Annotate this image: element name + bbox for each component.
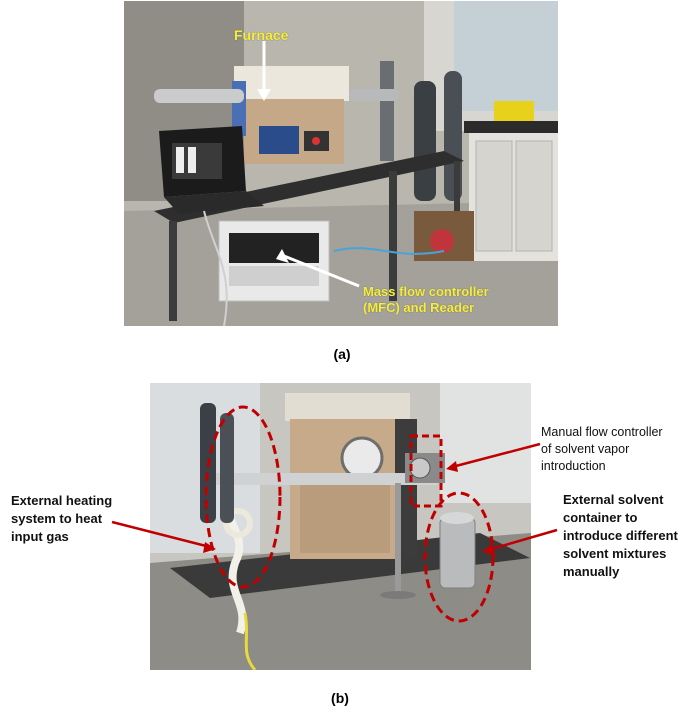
caption-panel-b: (b) [331,690,349,706]
external-heating-line-1: External heating [11,493,113,508]
external-solvent-label: External solvent container to introduce … [563,491,678,581]
external-heating-line-3: input gas [11,529,69,544]
lab-setup-photo-a [124,1,558,326]
external-solvent-line-4: solvent mixtures [563,546,667,561]
manual-flow-controller-label: Manual flow controller of solvent vapor … [541,424,663,475]
external-heating-label: External heating system to heat input ga… [11,492,112,546]
manual-flow-line-1: Manual flow controller [541,425,663,439]
external-solvent-line-5: manually [563,564,620,579]
external-heating-line-2: system to heat [11,511,103,526]
external-solvent-line-3: introduce different [563,528,678,543]
lab-setup-photo-b [150,383,531,670]
manual-flow-line-3: introduction [541,459,606,473]
mfc-label: Mass flow controller (MFC) and Reader [363,284,489,316]
mfc-label-line-1: Mass flow controller [363,284,489,299]
photo-panel-b [150,383,531,670]
photo-panel-a: Furnace Mass flow controller (MFC) and R… [124,1,558,326]
furnace-label: Furnace [234,27,289,43]
external-solvent-line-2: container to [563,510,638,525]
caption-panel-a: (a) [333,346,351,362]
manual-flow-line-2: of solvent vapor [541,442,630,456]
external-solvent-line-1: External solvent [563,492,664,507]
mfc-label-line-2: (MFC) and Reader [363,300,475,315]
